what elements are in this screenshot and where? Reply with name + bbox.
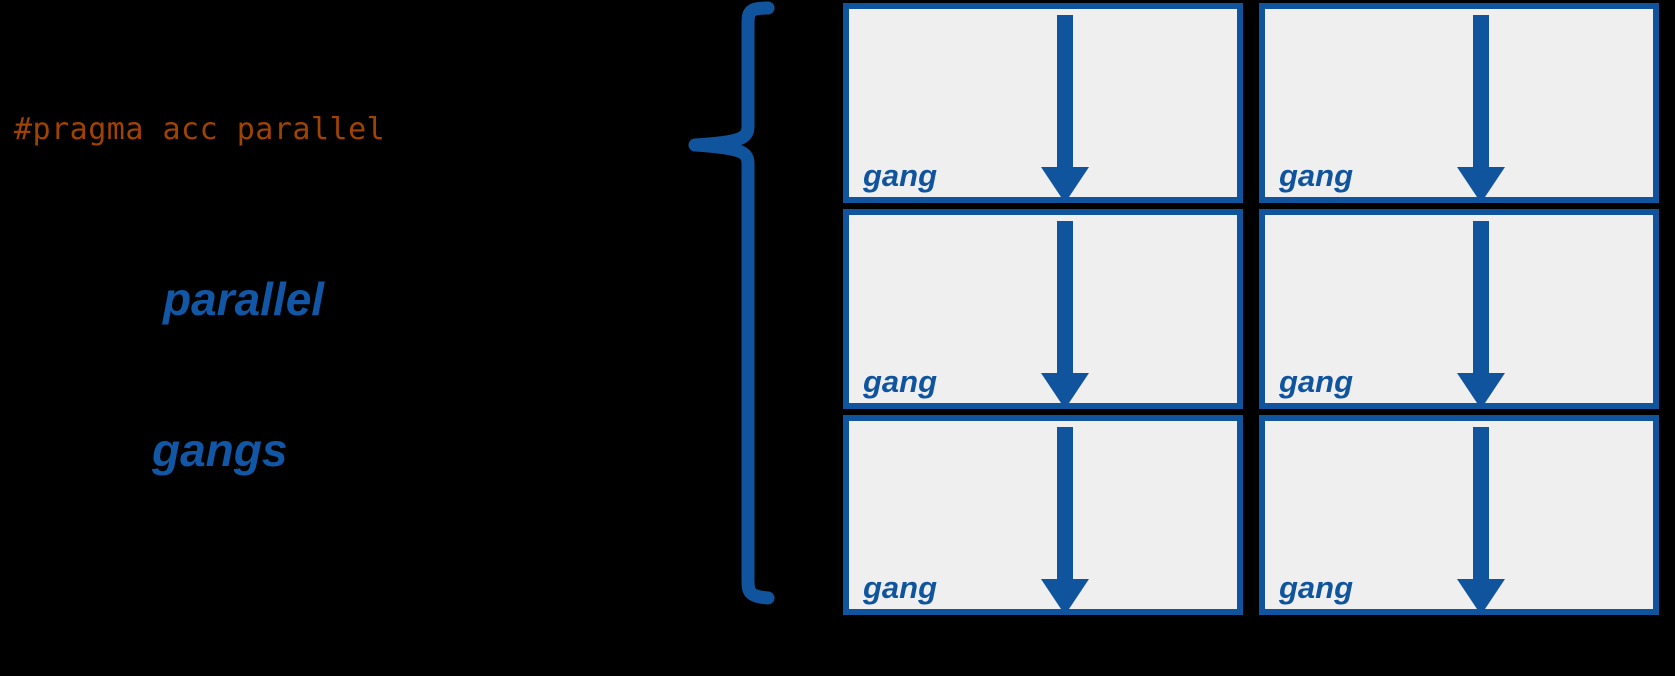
pragma-code-text: #pragma acc parallel bbox=[14, 112, 386, 147]
arrow-down-icon bbox=[1041, 15, 1089, 197]
label-gangs: gangs bbox=[152, 424, 288, 476]
gang-box[interactable]: gang bbox=[843, 209, 1243, 409]
arrow-down-icon bbox=[1457, 427, 1505, 609]
left-curly-brace-icon bbox=[688, 1, 775, 605]
arrow-down-icon bbox=[1041, 427, 1089, 609]
arrow-down-icon bbox=[1041, 221, 1089, 403]
gang-grid: gang gang gang gang gang bbox=[843, 3, 1675, 617]
arrow-down-icon bbox=[1457, 15, 1505, 197]
arrow-down-icon bbox=[1457, 221, 1505, 403]
gang-box[interactable]: gang bbox=[1259, 3, 1659, 203]
gang-label: gang bbox=[863, 570, 938, 605]
gang-box[interactable]: gang bbox=[843, 3, 1243, 203]
gang-box[interactable]: gang bbox=[843, 415, 1243, 615]
gang-box[interactable]: gang bbox=[1259, 209, 1659, 409]
gang-label: gang bbox=[1279, 570, 1354, 605]
label-parallel: parallel bbox=[163, 273, 325, 325]
gang-label: gang bbox=[863, 158, 938, 193]
gang-label: gang bbox=[1279, 158, 1354, 193]
gang-box[interactable]: gang bbox=[1259, 415, 1659, 615]
gang-label: gang bbox=[1279, 364, 1354, 399]
gang-label: gang bbox=[863, 364, 938, 399]
